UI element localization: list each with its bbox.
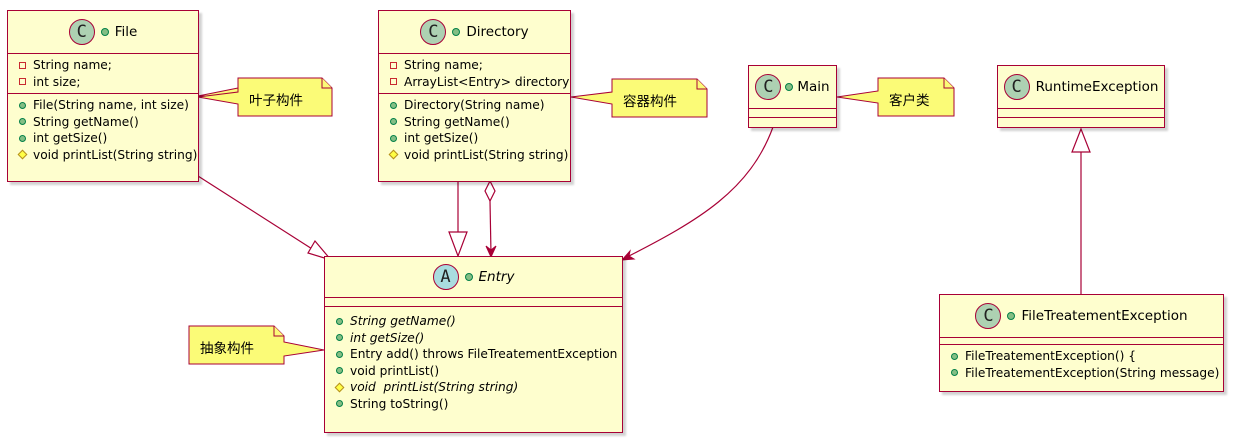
public-visibility-icon — [335, 334, 343, 342]
public-visibility-icon — [389, 118, 397, 126]
field-row: ArrayList<Entry> directory — [379, 74, 570, 91]
class-main-methods — [749, 118, 836, 126]
method-row: String toString() — [325, 396, 622, 413]
public-visibility-icon — [335, 350, 343, 358]
public-visibility-icon — [389, 101, 397, 109]
public-visibility-icon — [389, 134, 397, 142]
method-row: int getSize() — [379, 130, 570, 147]
method-row: File(String name, int size) — [8, 97, 198, 114]
class-file-name: File — [114, 24, 138, 40]
public-visibility-icon — [1007, 312, 1016, 320]
class-entry-methods: String getName() int getSize() Entry add… — [325, 307, 622, 415]
class-file-treatement-exception-fields — [940, 338, 1223, 345]
class-runtime-exception-name: RuntimeException — [1035, 79, 1159, 95]
directory-note: 容器构件 — [623, 94, 677, 110]
main-uses-entry-edge — [624, 126, 774, 259]
field-row: int size; — [8, 74, 198, 91]
class-badge-icon: C — [420, 19, 447, 45]
method-row: String getName() — [8, 114, 198, 131]
public-visibility-icon — [18, 118, 26, 126]
method-row: int getSize() — [325, 330, 622, 347]
protected-visibility-icon — [17, 149, 27, 160]
public-visibility-icon — [950, 352, 958, 360]
method-row: FileTreatementException(String message) — [940, 365, 1223, 382]
class-file-treatement-exception-header: C FileTreatementException — [940, 295, 1223, 338]
main-note: 客户类 — [889, 93, 930, 109]
class-runtime-exception-methods — [998, 118, 1164, 126]
method-row: void printList(String string) — [379, 147, 570, 164]
directory-extends-entry-arrowhead — [448, 231, 468, 258]
field-row: String name; — [8, 57, 198, 74]
class-badge-icon: C — [975, 303, 1002, 329]
method-row: FileTreatementException() { — [940, 348, 1223, 365]
method-row: void printList() — [325, 363, 622, 380]
class-main-header: C Main — [749, 66, 836, 109]
class-file-treatement-exception-methods: FileTreatementException() { FileTreateme… — [940, 345, 1223, 384]
file-extends-entry-arrowhead — [307, 239, 333, 262]
class-directory[interactable]: C Directory String name; ArrayList<Entry… — [378, 10, 571, 182]
class-directory-header: C Directory — [379, 11, 570, 54]
public-visibility-icon — [950, 369, 958, 377]
class-main-name: Main — [797, 79, 830, 95]
entry-note: 抽象构件 — [200, 341, 254, 357]
method-row: Directory(String name) — [379, 97, 570, 114]
method-row: String getName() — [325, 313, 622, 330]
directory-aggregates-entry-edge — [489, 200, 492, 255]
file-extends-entry-edge — [197, 175, 321, 255]
class-file-methods: File(String name, int size) String getNa… — [8, 94, 198, 166]
protected-visibility-icon — [334, 382, 344, 393]
method-row: void printList(String string) — [325, 379, 622, 396]
method-row: void printList(String string) — [8, 147, 198, 164]
public-visibility-icon — [785, 83, 794, 91]
public-visibility-icon — [100, 28, 109, 36]
public-visibility-icon — [18, 134, 26, 142]
public-visibility-icon — [452, 28, 461, 36]
class-directory-fields: String name; ArrayList<Entry> directory — [379, 54, 570, 94]
class-directory-name: Directory — [466, 24, 529, 40]
field-row: String name; — [379, 57, 570, 74]
directory-aggregates-entry-arrowhead — [485, 245, 497, 259]
public-visibility-icon — [335, 400, 343, 408]
class-entry-header: A Entry — [325, 257, 622, 298]
directory-note-shape — [570, 78, 708, 118]
directory-aggregation-diamond — [484, 179, 496, 203]
class-file[interactable]: C File String name; int size; File(Strin… — [7, 10, 199, 182]
class-file-treatement-exception[interactable]: C FileTreatementException FileTreatement… — [939, 294, 1224, 392]
class-file-header: C File — [8, 11, 198, 54]
class-main-fields — [749, 109, 836, 118]
class-main[interactable]: C Main — [748, 65, 837, 128]
private-visibility-icon — [18, 61, 26, 69]
class-badge-icon: C — [755, 74, 782, 100]
private-visibility-icon — [18, 78, 26, 86]
file-note: 叶子构件 — [249, 93, 303, 109]
private-visibility-icon — [389, 61, 397, 69]
class-entry[interactable]: A Entry String getName() int getSize() E… — [324, 256, 623, 433]
abstract-class-badge-icon: A — [432, 264, 459, 290]
class-runtime-exception-header: C RuntimeException — [998, 66, 1164, 109]
class-file-fields: String name; int size; — [8, 54, 198, 94]
private-visibility-icon — [389, 78, 397, 86]
class-entry-name: Entry — [478, 269, 515, 285]
class-file-treatement-exception-name: FileTreatementException — [1021, 308, 1188, 324]
class-runtime-exception[interactable]: C RuntimeException — [997, 65, 1165, 128]
method-row: int getSize() — [8, 130, 198, 147]
class-badge-icon: C — [68, 19, 95, 45]
main-uses-entry-arrowhead — [620, 249, 636, 261]
class-runtime-exception-fields — [998, 109, 1164, 118]
file-note-shape — [197, 77, 333, 117]
method-row: String getName() — [379, 114, 570, 131]
class-badge-icon: C — [1003, 74, 1030, 100]
class-directory-methods: Directory(String name) String getName() … — [379, 94, 570, 166]
protected-visibility-icon — [388, 149, 398, 160]
public-visibility-icon — [18, 101, 26, 109]
exception-extends-runtime-arrowhead — [1071, 127, 1091, 153]
public-visibility-icon — [464, 273, 473, 281]
method-row: Entry add() throws FileTreatementExcepti… — [325, 346, 622, 363]
public-visibility-icon — [335, 317, 343, 325]
class-entry-fields — [325, 298, 622, 307]
public-visibility-icon — [335, 367, 343, 375]
main-note-shape — [836, 77, 955, 117]
